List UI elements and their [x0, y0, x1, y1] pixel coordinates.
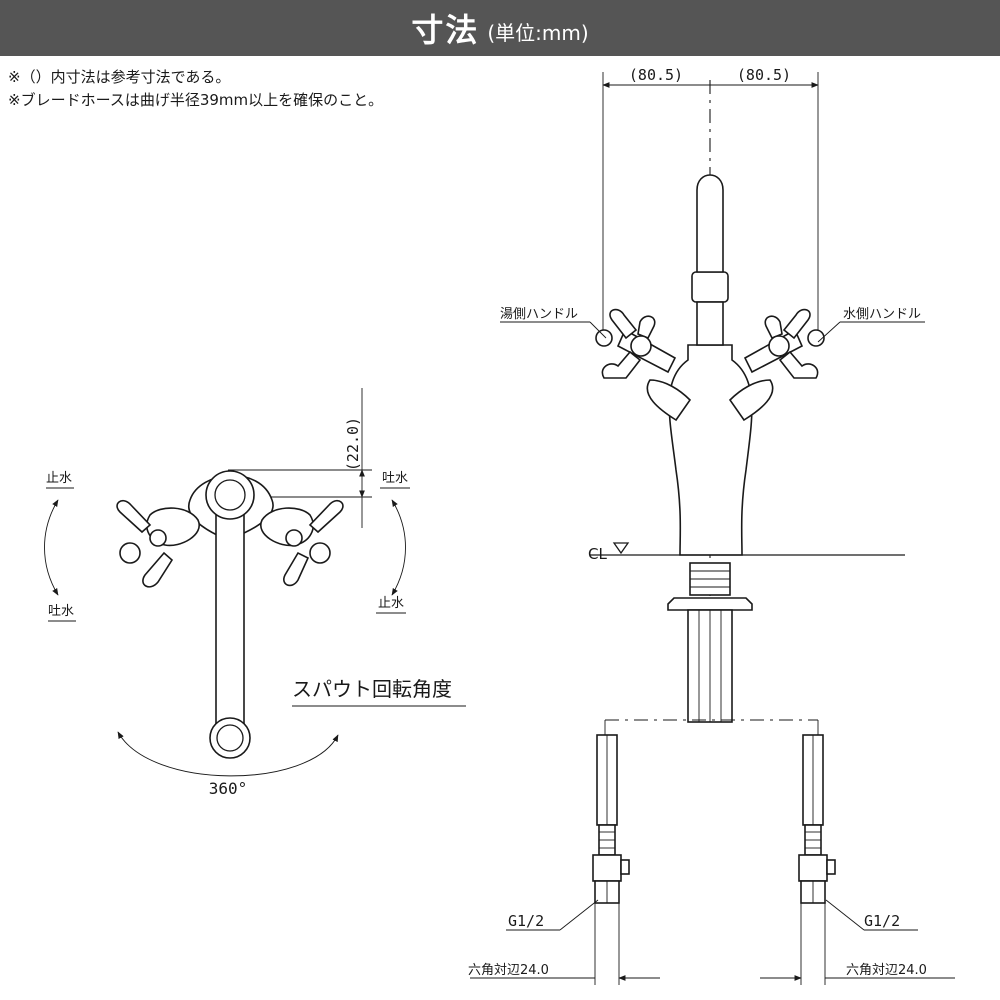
dim-right-label: (80.5) — [737, 66, 791, 84]
angle-label: 360° — [209, 779, 248, 798]
notes: ※（）内寸法は参考寸法である。 ※ブレードホースは曲げ半径39mm以上を確保のこ… — [8, 66, 383, 112]
left-thread-label: G1/2 — [508, 912, 544, 930]
top-view: (22.0) 止水 吐水 吐 — [44, 388, 466, 798]
spout-neck — [696, 301, 724, 346]
right-shoulder — [728, 379, 774, 422]
cold-handle[interactable] — [743, 308, 825, 379]
left-shoulder — [646, 379, 692, 422]
mount-nut — [667, 597, 753, 611]
note-reference-dimensions: ※（）内寸法は参考寸法である。 — [8, 68, 231, 86]
right-stop-label: 止水 — [378, 596, 404, 611]
cold-handle-label: 水側ハンドル — [843, 307, 921, 322]
cl-triangle — [612, 542, 630, 555]
top-left-handle[interactable] — [116, 499, 200, 588]
note-bend-radius: ※ブレードホースは曲げ半径39mm以上を確保のこと。 — [8, 91, 384, 109]
rotation-arc — [117, 731, 339, 777]
right-thread-label: G1/2 — [864, 912, 900, 930]
hot-handle[interactable] — [595, 308, 677, 379]
dim-left-label: (80.5) — [629, 66, 683, 84]
spout-pipe — [696, 174, 724, 273]
left-discharge-label: 吐水 — [48, 604, 74, 619]
left-rotation-arrow — [44, 499, 59, 596]
right-supply-hose — [798, 734, 836, 904]
leader-cold-handle-diag — [817, 321, 841, 343]
spout-rotation-label: スパウト回転角度 — [292, 677, 452, 701]
left-supply-hose — [592, 734, 630, 904]
leader-hot-handle-diag — [589, 321, 607, 339]
left-stop-label: 止水 — [46, 471, 72, 486]
unit-label: (単位:mm) — [487, 20, 589, 45]
dim-22-label: (22.0) — [344, 417, 362, 471]
right-hex-label: 六角対辺24.0 — [846, 963, 927, 978]
right-rotation-arrow — [391, 499, 406, 596]
left-hex-label: 六角対辺24.0 — [468, 963, 549, 978]
title-bar: 寸法 (単位:mm) — [0, 0, 1000, 56]
spout-base — [205, 470, 255, 520]
page-title: 寸法 — [411, 11, 480, 49]
cl-label: CL — [588, 545, 607, 563]
top-right-handle[interactable] — [260, 499, 344, 587]
right-discharge-label: 吐水 — [382, 471, 408, 486]
front-view: (80.5) (80.5) 湯側ハンドル — [468, 66, 955, 985]
spout-arm — [215, 509, 245, 748]
spout-tip — [209, 717, 251, 759]
hot-handle-label: 湯側ハンドル — [500, 307, 578, 322]
spout-collar — [691, 271, 729, 303]
faucet-body — [668, 344, 753, 556]
